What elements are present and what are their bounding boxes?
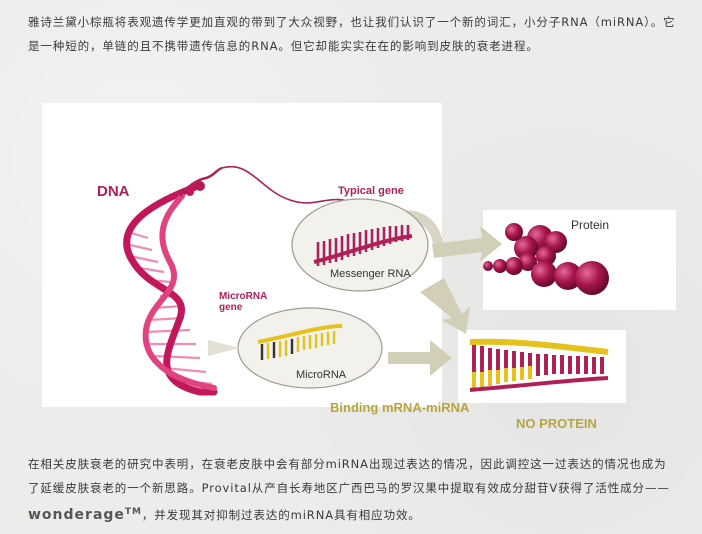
arrow-to-binding bbox=[420, 278, 470, 334]
arrow-from-microrna bbox=[388, 340, 452, 376]
protein-label: Protein bbox=[571, 218, 610, 232]
closing-text-before: 在相关皮肤衰老的研究中表明，在衰老皮肤中会有部分miRNA出现过表达的情况，因此… bbox=[28, 457, 670, 495]
binding-icon bbox=[469, 338, 609, 392]
dna-helix bbox=[123, 165, 393, 396]
messenger-rna-label: Messenger RNA bbox=[330, 268, 411, 280]
trademark-mark: TM bbox=[124, 507, 142, 517]
intro-paragraph: 雅诗兰黛小棕瓶将表观遗传学更加直观的带到了大众视野，也让我们认识了一个新的词汇，… bbox=[28, 15, 676, 53]
binding-label: Binding mRNA-miRNA bbox=[330, 400, 470, 415]
microrna-gene-label: MicroRNA gene bbox=[219, 291, 267, 313]
microrna-label: MicroRNA bbox=[296, 369, 347, 381]
arrows bbox=[388, 226, 502, 376]
closing-text-after: ，并发现其对抑制过表达的miRNA具有相应功效。 bbox=[141, 507, 421, 522]
protein-icon bbox=[483, 223, 609, 295]
typical-gene-label: Typical gene bbox=[338, 185, 404, 197]
microrna-bubble bbox=[208, 307, 383, 389]
no-protein-label: NO PROTEIN bbox=[516, 416, 597, 431]
arrow-to-protein bbox=[432, 226, 502, 262]
brand-name: wonderage bbox=[28, 506, 125, 523]
dna-label: DNA bbox=[97, 183, 130, 200]
closing-paragraph: 在相关皮肤衰老的研究中表明，在衰老皮肤中会有部分miRNA出现过表达的情况，因此… bbox=[28, 452, 678, 527]
